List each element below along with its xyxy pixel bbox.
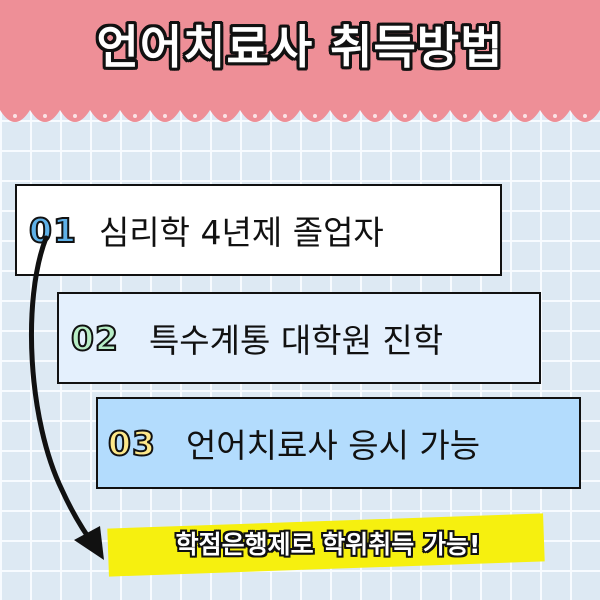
page-title: 언어치료사 취득방법 (96, 20, 504, 74)
scalloped-edge (0, 100, 600, 122)
step-number: 01 (28, 210, 77, 251)
step-label: 특수계통 대학원 진학 (148, 321, 444, 360)
step-label: 심리학 4년제 졸업자 (98, 213, 384, 252)
step-card-2: 02 특수계통 대학원 진학 (57, 292, 541, 384)
title-banner (0, 0, 600, 108)
step-label: 언어치료사 응시 가능 (185, 426, 481, 465)
step-number: 03 (107, 423, 156, 464)
step-card-3: 03 언어치료사 응시 가능 (96, 397, 581, 489)
note-text: 학점은행제로 학위취득 가능! (175, 530, 481, 559)
step-card-1: 01 심리학 4년제 졸업자 (15, 184, 502, 276)
step-number: 02 (70, 318, 119, 359)
